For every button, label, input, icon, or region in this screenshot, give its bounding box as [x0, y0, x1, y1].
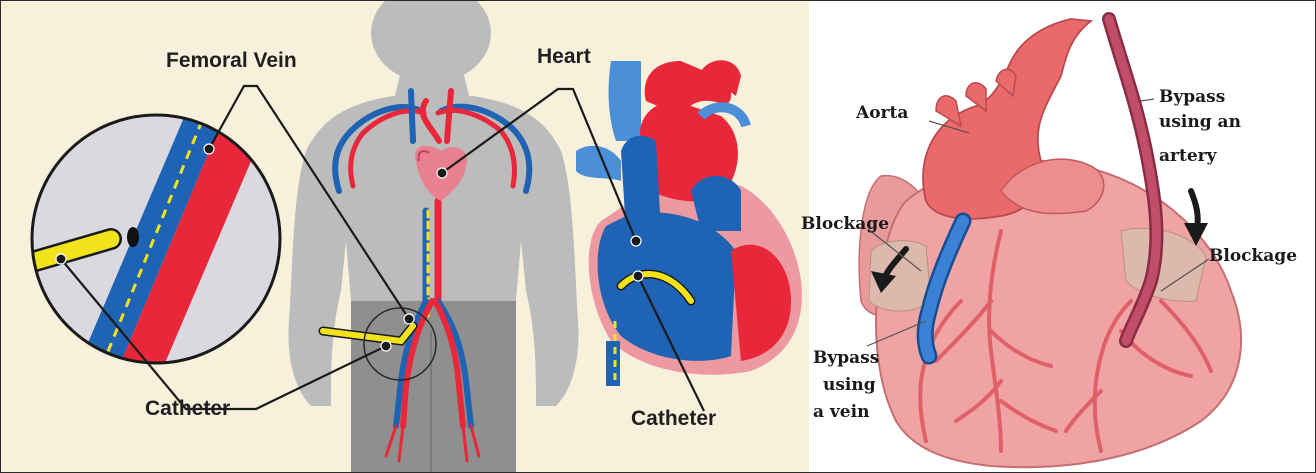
- label-blockage-right: Blockage: [1209, 246, 1297, 266]
- label-bypass-artery-line1: Bypass: [1159, 87, 1225, 107]
- label-catheter-body: Catheter: [145, 397, 230, 420]
- label-bypass-vein-line3: a vein: [813, 402, 869, 422]
- label-bypass-artery-line3: artery: [1159, 146, 1218, 166]
- label-catheter-heart: Catheter: [631, 407, 716, 430]
- label-femoral-vein: Femoral Vein: [166, 49, 297, 72]
- label-heart: Heart: [537, 45, 591, 68]
- label-bypass-vein-line1: Bypass: [813, 348, 879, 368]
- label-bypass-artery-line2: using an: [1159, 112, 1241, 132]
- label-bypass-vein-line2: using: [823, 375, 876, 395]
- label-blockage-left: Blockage: [801, 214, 889, 234]
- label-aorta: Aorta: [855, 103, 908, 123]
